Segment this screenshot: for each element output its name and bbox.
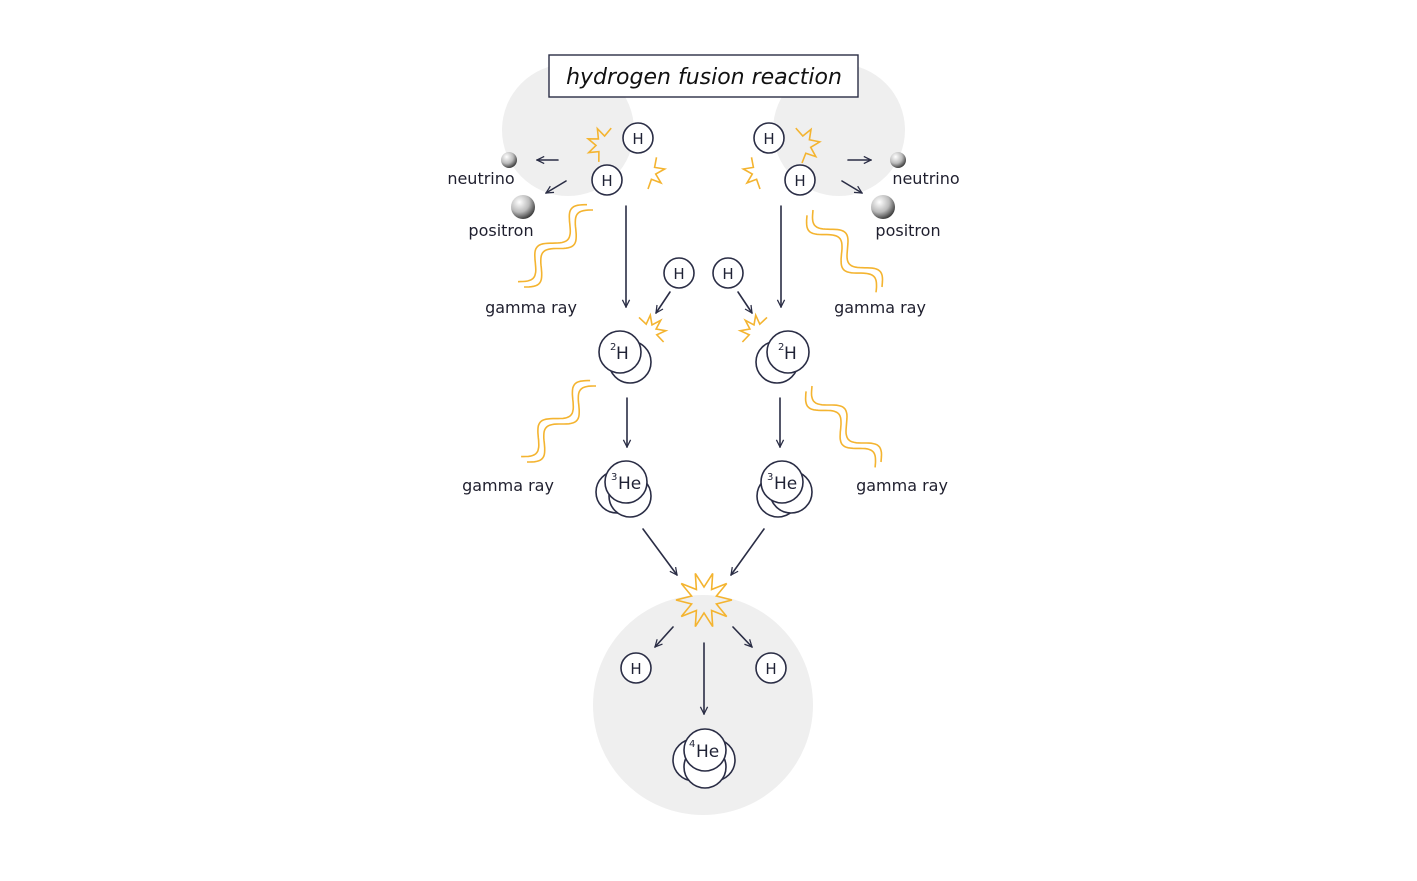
neutrino-left-label: neutrino — [447, 169, 514, 188]
energy-burst-icon — [740, 157, 761, 190]
gamma-ray-mid-left-label: gamma ray — [462, 476, 554, 495]
gamma-ray-wave-icon — [517, 203, 593, 288]
atom-symbol: H — [722, 265, 733, 283]
final-reaction-background — [593, 595, 813, 815]
helium3-right: 3 He — [756, 460, 813, 518]
diagram-title: hydrogen fusion reaction — [566, 65, 842, 90]
atom-symbol: H — [673, 265, 684, 283]
atom-symbol: H — [765, 660, 776, 678]
hydrogen-atom: H — [712, 257, 744, 289]
helium3-left: 3 He — [595, 460, 652, 518]
gamma-ray-top-left-label: gamma ray — [485, 298, 577, 317]
atom-symbol: H — [632, 130, 643, 148]
gamma-ray-mid-right-label: gamma ray — [856, 476, 948, 495]
positron-left-icon — [511, 195, 535, 219]
atom-symbol: He — [696, 742, 719, 762]
arrow-positron-right — [841, 180, 862, 194]
hydrogen-atom: H — [784, 164, 816, 196]
arrow-positron-left — [546, 180, 567, 194]
atom-symbol: H — [794, 172, 805, 190]
arrows — [537, 160, 871, 714]
neutrino-right-icon — [890, 152, 906, 168]
hydrogen-atom: H — [753, 122, 785, 154]
atom-symbol: H — [616, 344, 629, 364]
mass-number: 3 — [611, 472, 617, 483]
energy-burst-icon — [737, 312, 768, 343]
arrow-out-h-right — [732, 626, 752, 647]
mass-number: 3 — [767, 472, 773, 483]
arrow-h-left — [655, 291, 671, 313]
gamma-ray-wave-icon — [804, 385, 883, 468]
mass-number: 2 — [610, 342, 616, 353]
positron-right-label: positron — [875, 221, 940, 240]
gamma-ray-wave-icon — [805, 209, 884, 293]
arrow-out-h-left — [655, 626, 674, 647]
energy-burst-icon — [585, 126, 612, 162]
title-box: hydrogen fusion reaction — [548, 54, 859, 98]
gamma-ray-top-right-label: gamma ray — [834, 298, 926, 317]
neutrino-left-icon — [501, 152, 517, 168]
atom-symbol: H — [763, 130, 774, 148]
positron-right-icon — [871, 195, 895, 219]
positron-left-label: positron — [468, 221, 533, 240]
energy-burst-icon — [795, 127, 822, 164]
energy-burst-icon — [675, 572, 733, 628]
atom-symbol: H — [601, 172, 612, 190]
arrow-he3-right-merge — [731, 528, 765, 575]
energy-burst-icon — [647, 157, 668, 190]
gamma-ray-wave-icon — [521, 379, 596, 463]
atom-symbol: H — [784, 344, 797, 364]
atom-symbol: H — [630, 660, 641, 678]
hydrogen-atom: H — [591, 164, 623, 196]
mass-number: 4 — [689, 739, 695, 750]
hydrogen-atom: H — [622, 122, 654, 154]
deuterium-left: 2 H — [598, 330, 652, 384]
hydrogen-atom: H — [755, 652, 787, 684]
neutrino-right-label: neutrino — [892, 169, 959, 188]
hydrogen-atom: H — [620, 652, 652, 684]
energy-burst-icon — [638, 312, 669, 343]
deuterium-right: 2 H — [755, 330, 810, 384]
helium4: 4 He — [672, 728, 736, 789]
hydrogen-atom: H — [663, 257, 695, 289]
arrow-h-right — [737, 291, 753, 313]
atom-symbol: He — [618, 474, 641, 494]
atom-symbol: He — [774, 474, 797, 494]
arrow-he3-left-merge — [642, 528, 677, 575]
mass-number: 2 — [778, 342, 784, 353]
